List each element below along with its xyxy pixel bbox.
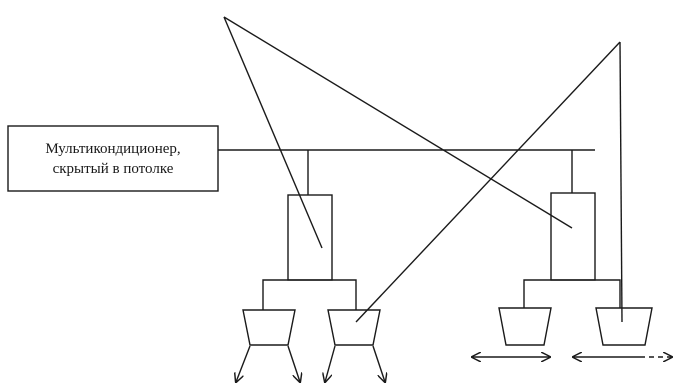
left-diffuser-1 (242, 309, 296, 346)
ceiling-unit-box (7, 125, 219, 192)
ceiling-unit-label: Мультикондиционер, скрытый в потолке (45, 140, 181, 177)
left-branch (236, 150, 385, 382)
right-diffuser-2 (595, 307, 653, 346)
right-plenum-box (550, 192, 596, 281)
right-diffuser-1 (498, 307, 552, 346)
leader-lines (223, 16, 623, 323)
left-plenum-box (287, 194, 333, 281)
right-branch (472, 150, 672, 357)
left-diffuser-2 (327, 309, 381, 346)
